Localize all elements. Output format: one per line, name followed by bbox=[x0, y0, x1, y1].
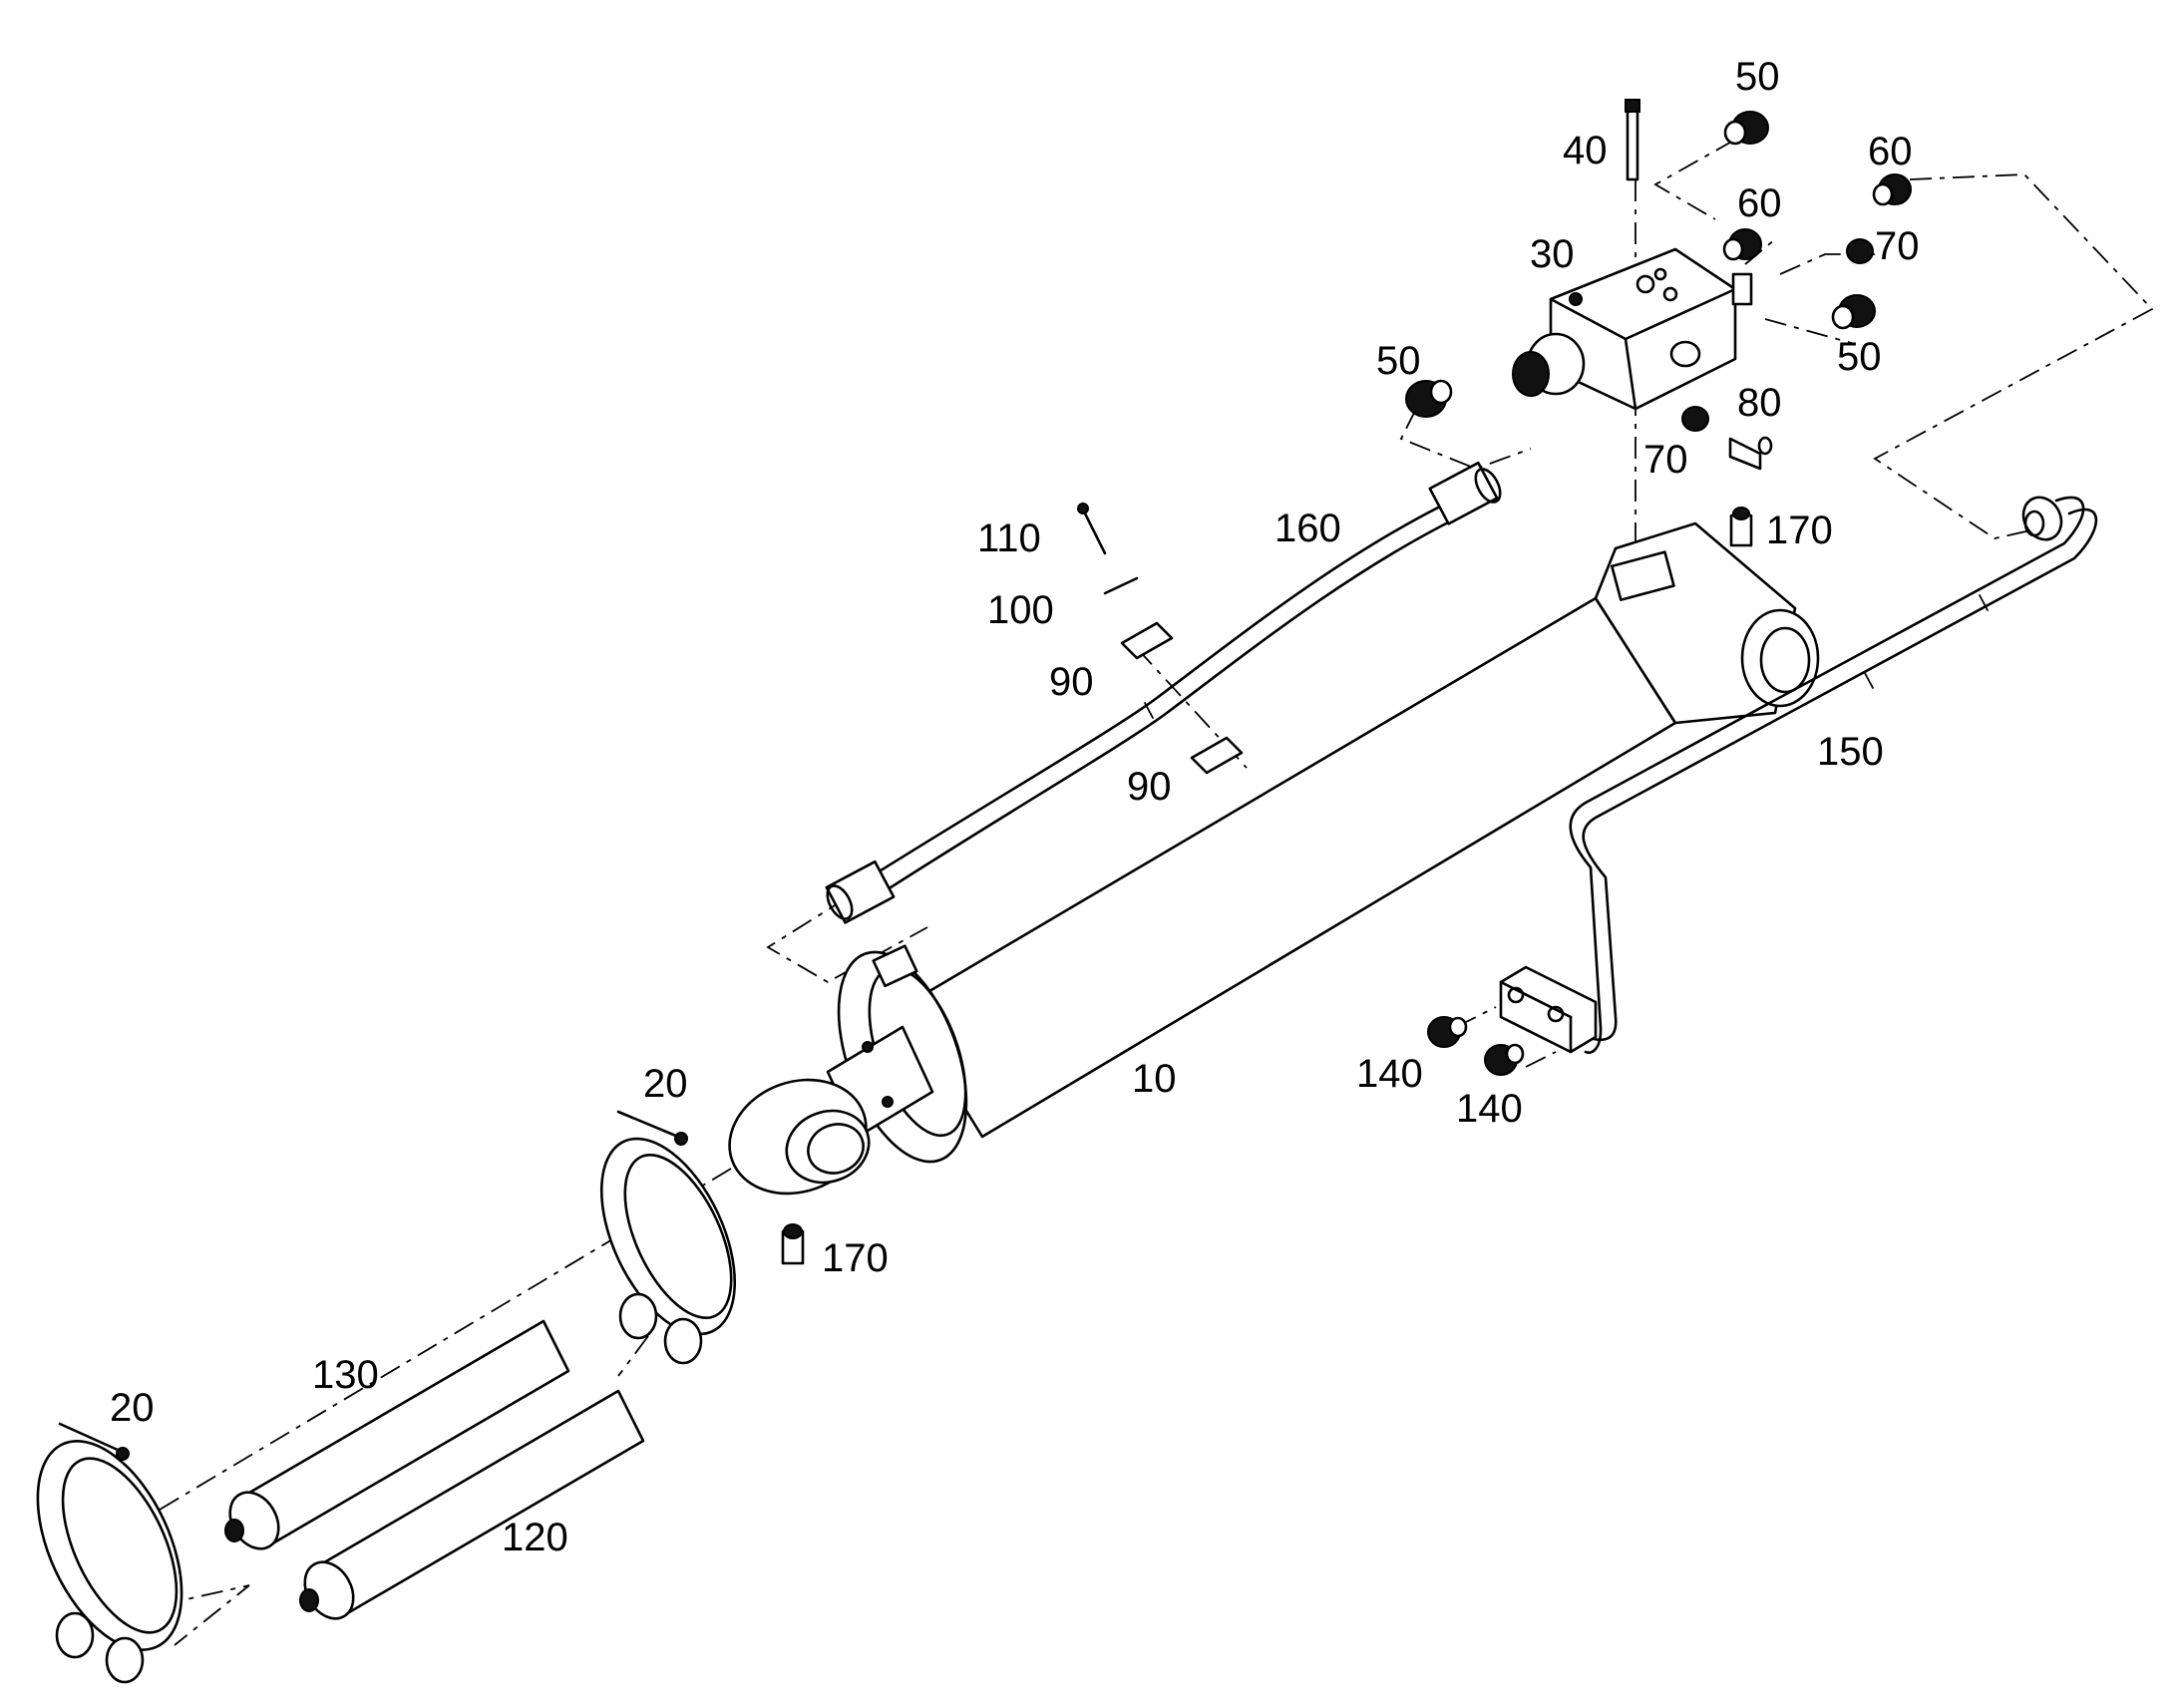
accumulator-part-130 bbox=[224, 1319, 570, 1550]
accumulator-part-120 bbox=[299, 1389, 645, 1620]
callout-100: 100 bbox=[987, 588, 1054, 632]
fitting-part-50-right bbox=[1831, 294, 1876, 330]
fitting-part-60-left bbox=[1722, 228, 1762, 261]
grease-fitting-part-170-top bbox=[1729, 507, 1753, 547]
pipe-part-150 bbox=[1569, 496, 2098, 1054]
callout-120: 120 bbox=[502, 1516, 568, 1559]
mounting-clamp-part-20-upper bbox=[599, 1110, 737, 1365]
hydraulic-cylinder-part-10 bbox=[728, 521, 1820, 1196]
callout-10: 10 bbox=[1132, 1057, 1177, 1101]
callout-20-lower: 20 bbox=[110, 1386, 155, 1430]
callout-labels: 50 40 60 60 30 70 50 50 80 70 170 110 16… bbox=[110, 55, 1920, 1559]
washer-part-100 bbox=[1103, 576, 1139, 595]
hose-part-160 bbox=[825, 461, 1502, 924]
clamp-plate-part-90-top bbox=[1120, 621, 1174, 660]
callout-50-left: 50 bbox=[1376, 339, 1421, 383]
callout-60-left: 60 bbox=[1737, 181, 1782, 225]
callout-70-lower: 70 bbox=[1643, 438, 1688, 482]
callout-50-top: 50 bbox=[1735, 55, 1780, 99]
valve-block-part-30 bbox=[1512, 247, 1753, 411]
callout-150: 150 bbox=[1817, 730, 1884, 774]
mounting-clamp-part-20-lower bbox=[36, 1422, 183, 1684]
bolt-part-40 bbox=[1625, 99, 1640, 181]
callout-140-left: 140 bbox=[1356, 1052, 1423, 1096]
elbow-part-80 bbox=[1728, 436, 1773, 471]
callout-40: 40 bbox=[1563, 129, 1608, 172]
grease-fitting-part-170-bottom bbox=[781, 1223, 805, 1265]
callout-160: 160 bbox=[1274, 507, 1341, 550]
fitting-part-70-right bbox=[1846, 238, 1874, 264]
fitting-part-50-left bbox=[1405, 379, 1453, 418]
callout-90-upper: 90 bbox=[1049, 660, 1094, 704]
callout-130: 130 bbox=[312, 1353, 379, 1397]
fitting-part-50-top bbox=[1723, 111, 1769, 146]
fitting-part-140-right bbox=[1484, 1043, 1525, 1076]
manifold-block bbox=[1499, 965, 1598, 1054]
callout-140-right: 140 bbox=[1456, 1087, 1523, 1131]
clamp-plate-part-90-bottom bbox=[1190, 736, 1244, 775]
bolt-part-110 bbox=[1077, 503, 1107, 555]
callout-90-lower: 90 bbox=[1127, 765, 1172, 809]
fitting-part-70-lower bbox=[1681, 406, 1709, 432]
callout-80: 80 bbox=[1737, 381, 1782, 425]
callout-30: 30 bbox=[1530, 232, 1575, 276]
fitting-part-140-left bbox=[1427, 1016, 1468, 1048]
callout-60-top: 60 bbox=[1868, 130, 1913, 173]
callout-110: 110 bbox=[977, 516, 1041, 560]
fitting-part-60-top bbox=[1872, 173, 1912, 206]
callout-170-bottom: 170 bbox=[822, 1236, 889, 1280]
callout-50-right: 50 bbox=[1837, 335, 1882, 379]
callout-20-upper: 20 bbox=[643, 1062, 688, 1106]
callout-70-right: 70 bbox=[1875, 224, 1920, 268]
callout-170-top: 170 bbox=[1766, 509, 1833, 552]
